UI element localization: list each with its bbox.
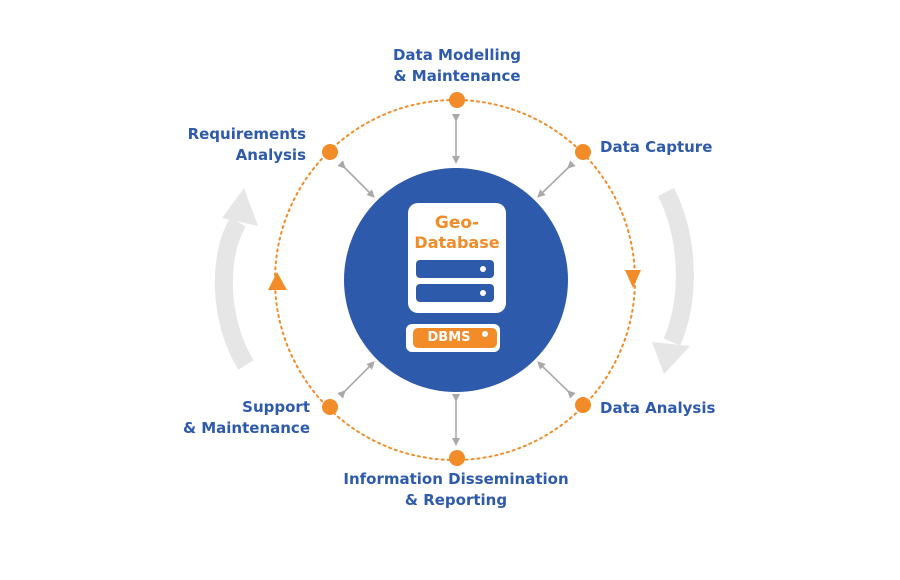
label-data-analysis: Data Analysis [600, 398, 715, 419]
node-bottom-left [322, 399, 338, 415]
node-top-left [322, 144, 338, 160]
direction-arrow-left [268, 272, 287, 290]
label-data-capture-line1: Data Capture [600, 138, 713, 156]
geo-title-line1: Geo- [434, 213, 480, 233]
cycle-arrow-left [214, 188, 258, 370]
connector-bottom-right [537, 361, 576, 399]
node-bottom-right [575, 397, 591, 413]
node-top-right [575, 144, 591, 160]
label-data-modelling-line2: & Maintenance [393, 67, 521, 85]
label-data-modelling-line1: Data Modelling [392, 46, 522, 64]
node-bottom [449, 450, 465, 466]
dbms-bar [406, 324, 500, 352]
label-requirements-line1: Requirements [187, 125, 306, 143]
dbms-label: DBMS [427, 330, 471, 345]
database-server-icon [408, 203, 506, 313]
node-top [449, 92, 465, 108]
connectors [337, 114, 576, 446]
geo-title-line2: Database [414, 233, 500, 252]
label-data-capture: Data Capture [600, 137, 712, 158]
label-dissemination-line1: Information Dissemination [343, 470, 569, 488]
label-data-analysis-line1: Data Analysis [600, 399, 716, 417]
label-data-modelling: Data Modelling & Maintenance [362, 45, 552, 87]
stage-nodes [322, 92, 591, 466]
label-requirements-line2: Analysis [235, 146, 306, 164]
label-support-maintenance: Support & Maintenance [160, 397, 310, 439]
connector-top-right [537, 160, 576, 198]
cycle-arrow-right [652, 187, 694, 374]
connector-bottom-left [337, 361, 375, 399]
direction-arrow-right [625, 270, 641, 288]
label-requirements-analysis: Requirements Analysis [150, 124, 306, 166]
label-support-line1: Support [242, 398, 310, 416]
connector-top-left [337, 160, 375, 198]
label-dissemination-line2: & Reporting [404, 491, 508, 509]
label-information-dissemination: Information Dissemination & Reporting [330, 469, 582, 511]
label-support-line2: & Maintenance [182, 419, 310, 437]
